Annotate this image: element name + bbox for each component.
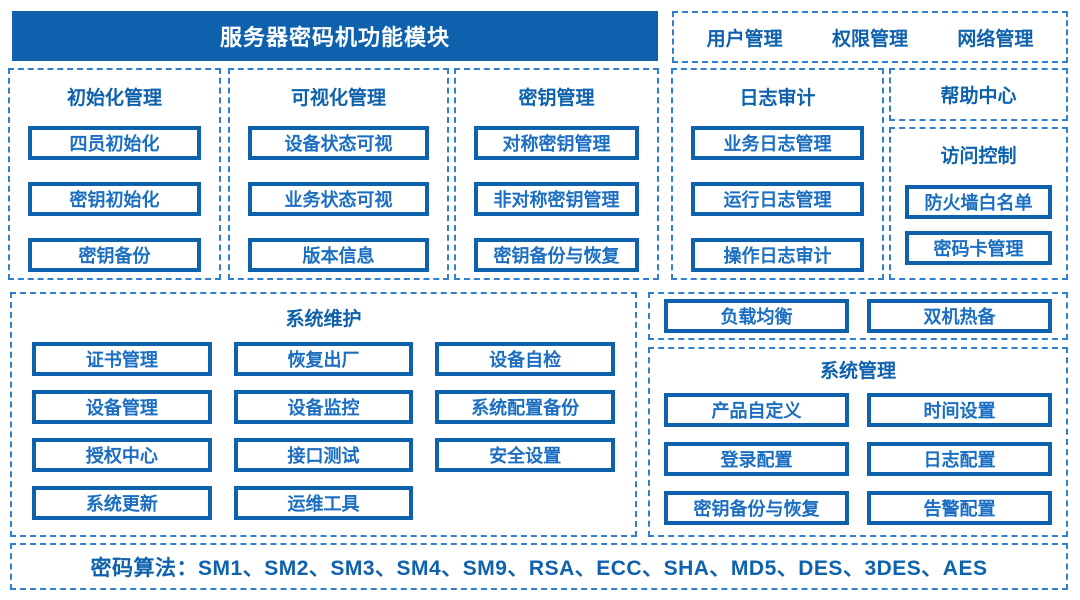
module-button: 业务状态可视 — [248, 182, 429, 216]
group-help-center: 帮助中心 — [889, 68, 1068, 121]
group-high-availability: 负载均衡双机热备 — [648, 292, 1068, 340]
module-button: 四员初始化 — [28, 126, 201, 160]
group-title: 初始化管理 — [66, 88, 162, 109]
group-items: 设备状态可视业务状态可视版本信息 — [248, 126, 429, 272]
group-title: 系统管理 — [819, 361, 896, 382]
module-button: 运行日志管理 — [691, 182, 864, 216]
group-system-management: 系统管理 产品自定义时间设置登录配置日志配置密钥备份与恢复告警配置 — [648, 347, 1068, 537]
module-button: 防火墙白名单 — [905, 185, 1052, 219]
top-management-group: 用户管理 权限管理 网络管理 — [672, 11, 1068, 63]
group-system-maintenance: 系统维护 证书管理恢复出厂设备自检设备管理设备监控系统配置备份授权中心接口测试安… — [10, 292, 637, 537]
module-button: 授权中心 — [32, 438, 212, 472]
group-log-audit: 日志审计 业务日志管理运行日志管理操作日志审计 — [671, 68, 884, 280]
module-button: 双机热备 — [867, 299, 1052, 333]
module-button: 系统配置备份 — [435, 390, 615, 424]
module-button: 时间设置 — [867, 393, 1052, 427]
module-button: 设备自检 — [435, 342, 615, 376]
module-button: 业务日志管理 — [691, 126, 864, 160]
module-button: 设备监控 — [233, 390, 414, 424]
group-title: 密钥管理 — [518, 88, 595, 109]
main-title: 服务器密码机功能模块 — [219, 25, 450, 50]
module-button: 告警配置 — [867, 491, 1052, 525]
module-button: 版本信息 — [248, 238, 429, 272]
module-button: 接口测试 — [233, 438, 414, 472]
group-title: 可视化管理 — [290, 88, 386, 109]
group-items: 四员初始化密钥初始化密钥备份 — [28, 126, 201, 272]
module-button: 产品自定义 — [664, 393, 849, 427]
crypto-algorithms-bar: 密码算法： SM1、SM2、SM3、SM4、SM9、RSA、ECC、SHA、MD… — [10, 543, 1068, 590]
module-button: 对称密钥管理 — [474, 126, 639, 160]
module-button: 证书管理 — [32, 342, 212, 376]
module-button: 恢复出厂 — [233, 342, 414, 376]
module-button: 安全设置 — [435, 438, 615, 472]
top-management-label: 用户管理 — [706, 28, 783, 50]
module-button: 系统更新 — [32, 486, 212, 520]
group-items: 证书管理恢复出厂设备自检设备管理设备监控系统配置备份授权中心接口测试安全设置系统… — [32, 342, 615, 520]
module-button: 非对称密钥管理 — [474, 182, 639, 216]
module-button: 密钥备份 — [28, 238, 201, 272]
module-button: 设备状态可视 — [248, 126, 429, 160]
module-button: 负载均衡 — [664, 299, 849, 333]
group-title: 访问控制 — [940, 146, 1017, 167]
group-items: 产品自定义时间设置登录配置日志配置密钥备份与恢复告警配置 — [664, 393, 1052, 525]
group-key-management: 密钥管理 对称密钥管理非对称密钥管理密钥备份与恢复 — [454, 68, 659, 280]
module-button: 登录配置 — [664, 442, 849, 476]
module-button: 密钥初始化 — [28, 182, 201, 216]
group-visualization-management: 可视化管理 设备状态可视业务状态可视版本信息 — [228, 68, 449, 280]
crypto-algorithms-list: SM1、SM2、SM3、SM4、SM9、RSA、ECC、SHA、MD5、DES、… — [198, 556, 988, 580]
group-items: 对称密钥管理非对称密钥管理密钥备份与恢复 — [474, 126, 639, 272]
group-title: 日志审计 — [739, 88, 816, 109]
module-button: 运维工具 — [233, 486, 414, 520]
module-button: 密钥备份与恢复 — [664, 491, 849, 525]
group-title: 系统维护 — [285, 309, 362, 330]
module-button: 密码卡管理 — [905, 231, 1052, 265]
module-button: 日志配置 — [867, 442, 1052, 476]
group-items: 防火墙白名单密码卡管理 — [905, 185, 1052, 265]
crypto-algorithms-label: 密码算法： — [90, 556, 199, 580]
module-button: 密钥备份与恢复 — [474, 238, 639, 272]
module-button: 设备管理 — [32, 390, 212, 424]
main-title-bar: 服务器密码机功能模块 — [12, 11, 658, 61]
group-title: 帮助中心 — [940, 86, 1017, 107]
top-management-label: 网络管理 — [957, 28, 1034, 50]
group-items: 业务日志管理运行日志管理操作日志审计 — [691, 126, 864, 272]
group-access-control: 访问控制 防火墙白名单密码卡管理 — [889, 127, 1068, 280]
group-initialization-management: 初始化管理 四员初始化密钥初始化密钥备份 — [8, 68, 221, 280]
top-management-label: 权限管理 — [831, 28, 908, 50]
module-button: 操作日志审计 — [691, 238, 864, 272]
